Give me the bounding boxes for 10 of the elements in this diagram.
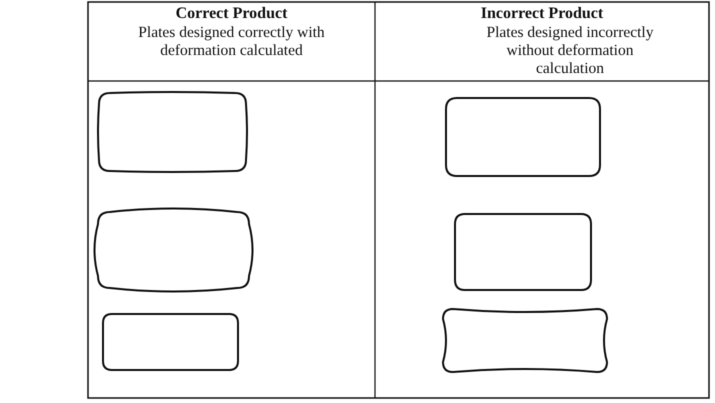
plate-outline — [94, 208, 254, 292]
plate-outline — [442, 308, 608, 373]
column-description: Plates designed correctly with deformation calculated — [137, 24, 326, 60]
plate-outline — [445, 97, 601, 177]
plate-outline — [102, 313, 239, 371]
column-heading: Incorrect Product — [480, 5, 604, 23]
column-description: Plates designed incorrectly without deformation calculation — [485, 24, 654, 78]
plate-outline — [97, 91, 248, 173]
column-heading: Correct Product — [174, 5, 288, 23]
plate-outline — [454, 213, 592, 291]
